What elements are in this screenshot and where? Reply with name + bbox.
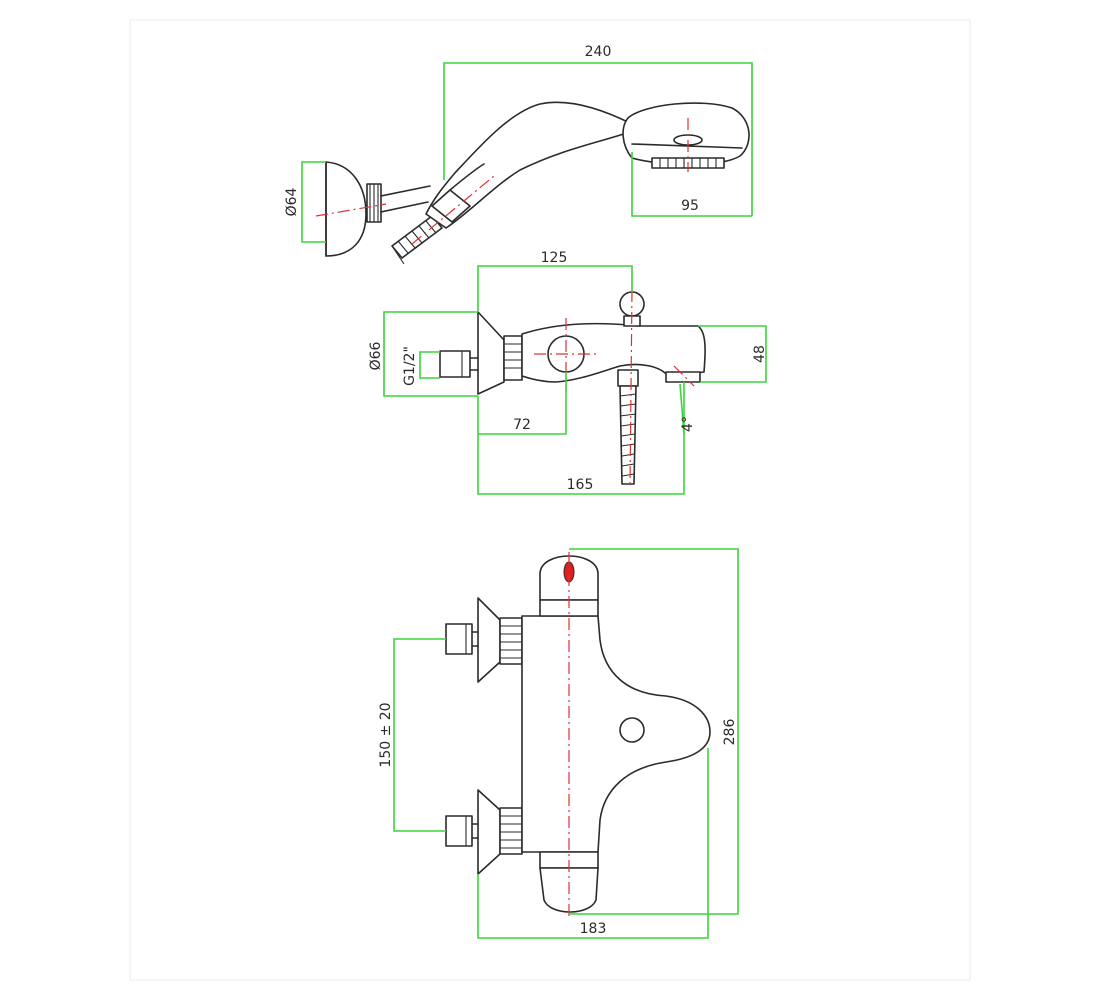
- spout-angle-label: 4°: [680, 416, 696, 432]
- flange-diameter-dimension: [383, 311, 478, 397]
- spout-angle-line: [679, 383, 685, 435]
- inlet-spacing-label: 150 ± 20: [378, 702, 394, 767]
- holder-diameter-label: Ø64: [284, 187, 300, 216]
- wall-holder: [325, 161, 431, 257]
- lower-union-nut: [499, 807, 523, 855]
- axis-offset-dimension: [477, 372, 567, 435]
- depth-label: 125: [541, 250, 568, 266]
- spout-height-dimension: [698, 325, 767, 383]
- side-view: 125 Ø66 G1/2" 48 72 165 4°: [368, 250, 768, 495]
- handle-axis: [411, 175, 495, 245]
- spout-projection-label: 165: [567, 477, 594, 493]
- shower-hose: [391, 215, 443, 265]
- upper-inlet-connector: [445, 623, 473, 655]
- inlet-thread-label: G1/2": [402, 346, 418, 386]
- spout-height-label: 48: [752, 345, 768, 363]
- union-nut: [503, 335, 523, 381]
- spout-outlet-front: [619, 717, 645, 743]
- lower-flange: [477, 789, 501, 875]
- inlet-connector: [439, 350, 471, 378]
- width-label: 183: [580, 921, 607, 937]
- inlet-spacing-dimension: [393, 638, 446, 832]
- height-dimension: [569, 548, 739, 915]
- wall-flange: [477, 311, 505, 395]
- sheet-frame: [129, 19, 971, 981]
- upper-union-nut: [499, 617, 523, 665]
- length-label: 240: [585, 44, 612, 60]
- upper-flange: [477, 597, 501, 683]
- hand-shower-view: 240 95 Ø64: [284, 44, 753, 265]
- holder-axis: [315, 203, 387, 217]
- depth-dimension: [477, 265, 633, 312]
- inlet-thread-dimension: [419, 351, 440, 379]
- axis-offset-label: 72: [513, 417, 531, 433]
- flange-diameter-label: Ø66: [368, 341, 384, 370]
- hand-shower-body: [425, 101, 750, 229]
- head-width-dimension: [631, 152, 752, 217]
- head-width-label: 95: [681, 198, 699, 214]
- length-dimension: [443, 62, 753, 216]
- shower-outlet-nut: [617, 369, 639, 387]
- holder-diameter-dimension: [301, 161, 326, 243]
- spout-outlet: [665, 371, 701, 383]
- width-dimension: [477, 748, 709, 939]
- knob-axis: [629, 289, 633, 489]
- height-label: 286: [722, 719, 738, 746]
- mixer-body-front: [521, 615, 711, 853]
- spout-projection-dimension: [477, 382, 685, 495]
- lower-inlet-connector: [445, 815, 473, 847]
- front-view: 150 ± 20 286 183: [378, 548, 739, 939]
